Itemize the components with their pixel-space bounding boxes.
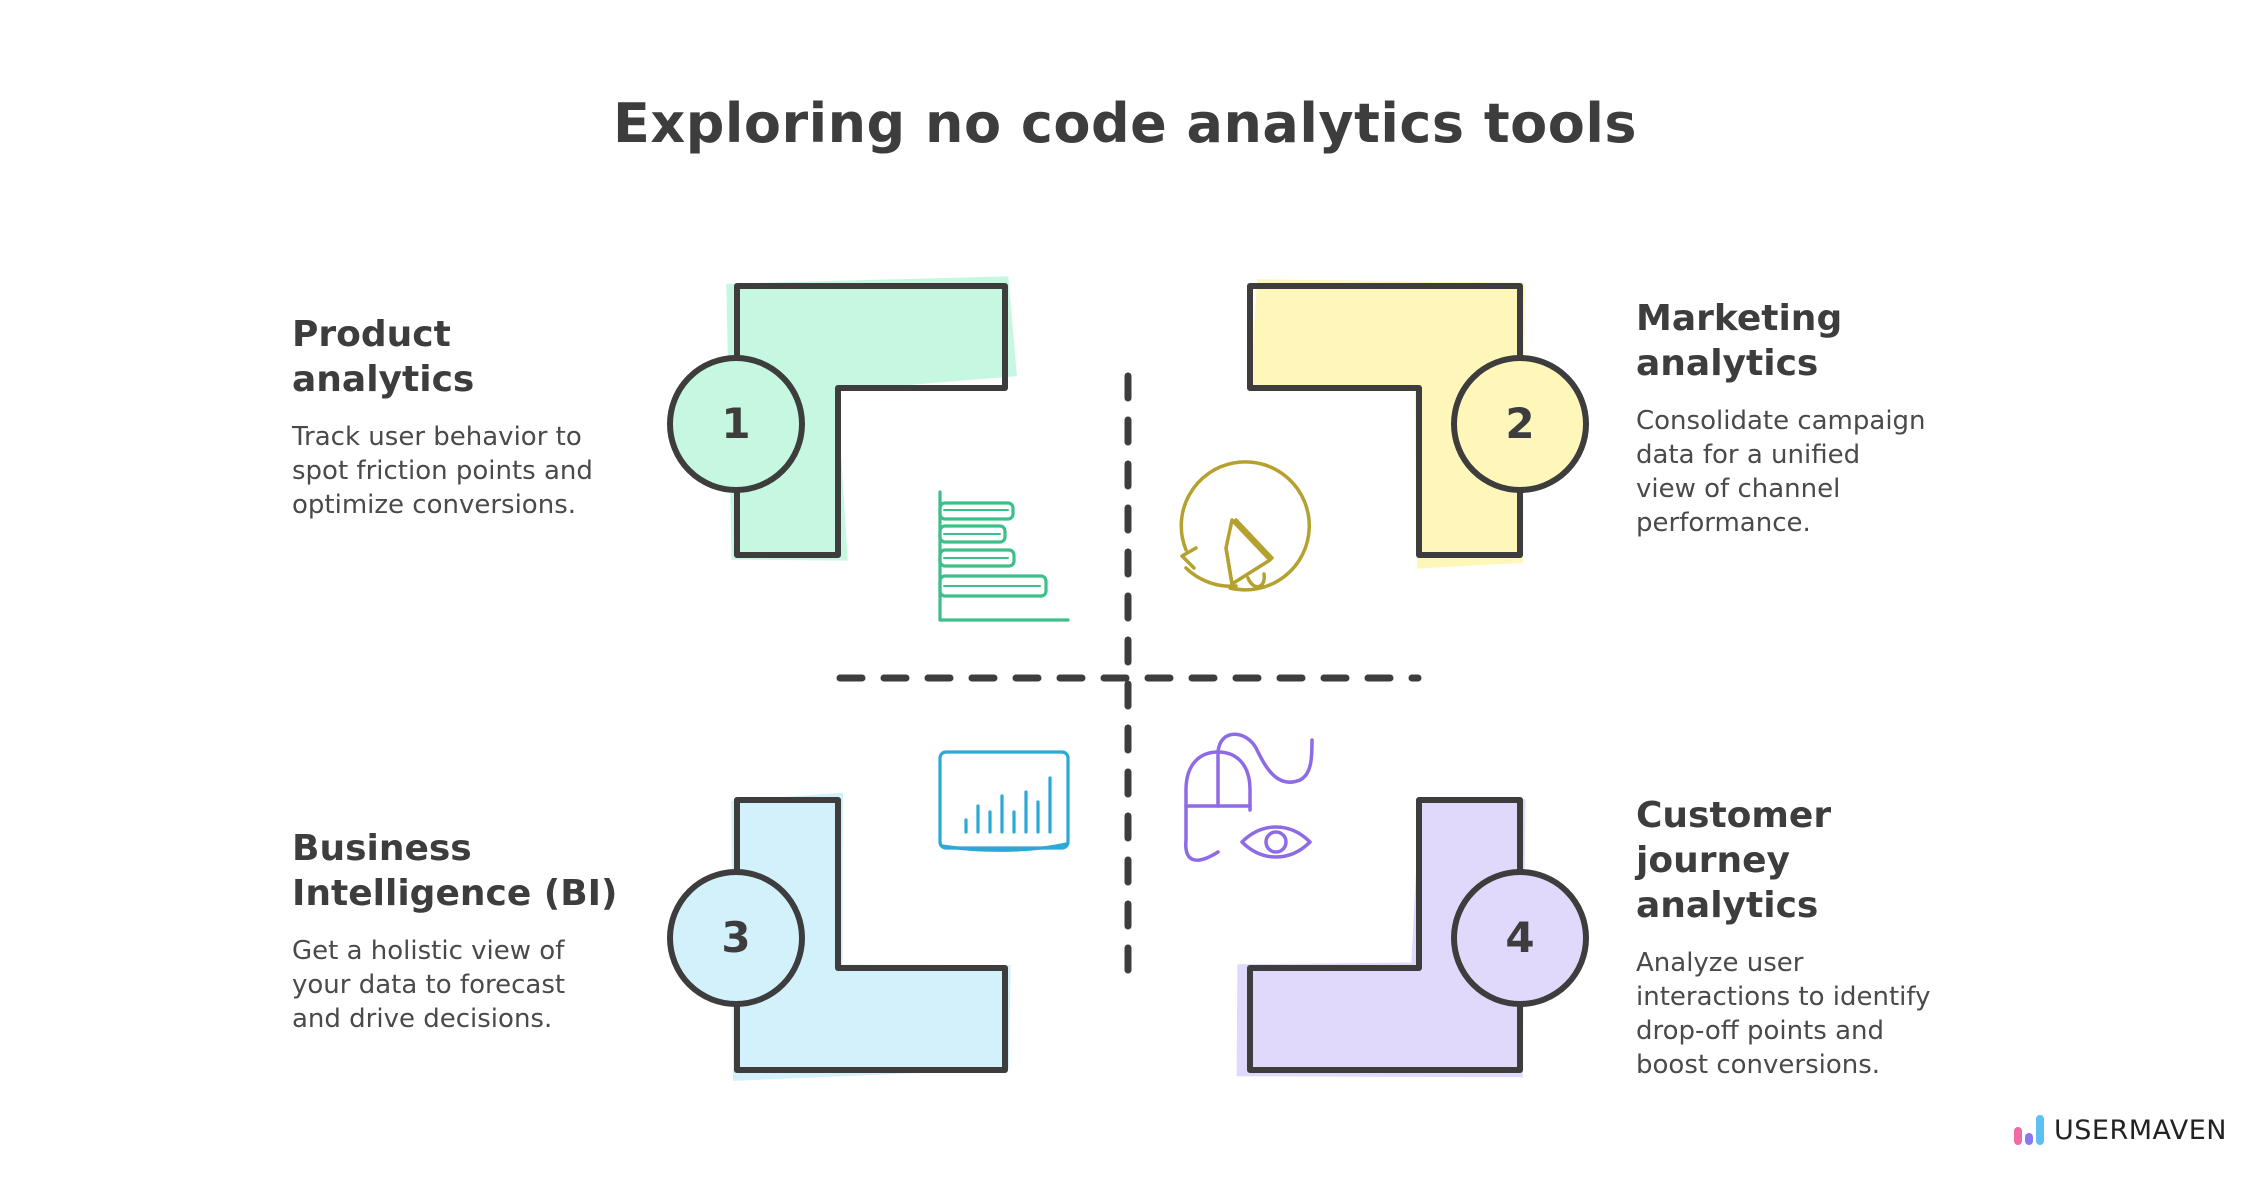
- megaphone-refresh-icon: [1179, 460, 1311, 592]
- logo-bars-icon: [2014, 1115, 2044, 1145]
- quadrant-4-heading: Customer journey analytics: [1636, 793, 1976, 928]
- quadrant-1-desc-line: spot friction points and: [292, 456, 593, 486]
- quadrant-1-description: Track user behavior to spot friction poi…: [292, 420, 652, 522]
- quadrant-3-number: 3: [721, 913, 750, 962]
- quadrant-4-frame: [1247, 797, 1523, 1073]
- quadrant-2-desc-line: data for a unified: [1636, 440, 1861, 470]
- quadrant-4-desc-line: boost conversions.: [1636, 1050, 1881, 1080]
- quadrant-1-number: 1: [721, 399, 750, 448]
- quadrant-1-desc-line: optimize conversions.: [292, 490, 577, 520]
- quadrant-2-number: 2: [1505, 399, 1534, 448]
- quadrant-2-desc-line: view of channel: [1636, 474, 1841, 504]
- quadrant-4: 4: [1184, 732, 1589, 1078]
- quadrant-4-heading-line: journey: [1636, 840, 1790, 881]
- quadrant-2-heading-line: analytics: [1636, 343, 1819, 384]
- quadrant-4-desc-line: Analyze user: [1636, 948, 1804, 978]
- quadrant-4-text: Customer journey analytics Analyze user …: [1636, 793, 1976, 1082]
- quadrant-3-frame: [734, 797, 1008, 1073]
- quadrant-4-heading-line: analytics: [1636, 885, 1819, 926]
- quadrant-3-heading: Business Intelligence (BI): [292, 826, 672, 916]
- quadrant-3-desc-line: and drive decisions.: [292, 1004, 553, 1034]
- quadrant-3-heading-line: Intelligence (BI): [292, 873, 618, 914]
- quadrant-3-text: Business Intelligence (BI) Get a holisti…: [292, 826, 672, 1036]
- quadrant-1-heading-line: analytics: [292, 359, 475, 400]
- quadrant-2-description: Consolidate campaign data for a unified …: [1636, 404, 1996, 540]
- horizontal-bar-chart-icon: [938, 490, 1070, 622]
- quadrant-2-badge: [1451, 355, 1589, 493]
- quadrant-3: 3: [667, 750, 1070, 1081]
- mouse-eye-icon: [1184, 732, 1314, 862]
- quadrant-3-fill: [731, 792, 1011, 1081]
- quadrant-2-desc-line: performance.: [1636, 508, 1811, 538]
- quadrant-4-heading-line: Customer: [1636, 795, 1832, 836]
- quadrant-2-desc-line: Consolidate campaign: [1636, 406, 1926, 436]
- quadrant-3-badge: [667, 869, 805, 1007]
- quadrant-2-heading-line: Marketing: [1636, 298, 1843, 339]
- quadrant-1: 1: [667, 276, 1070, 622]
- quadrant-3-desc-line: your data to forecast: [292, 970, 566, 1000]
- quadrant-1-heading: Product analytics: [292, 312, 652, 402]
- page-title: Exploring no code analytics tools: [612, 92, 1638, 155]
- quadrant-1-text: Product analytics Track user behavior to…: [292, 312, 652, 522]
- quadrant-4-number: 4: [1505, 913, 1534, 962]
- quadrant-2: 2: [1179, 279, 1589, 592]
- quadrant-3-description: Get a holistic view of your data to fore…: [292, 934, 672, 1036]
- quadrant-1-badge: [667, 355, 805, 493]
- quadrant-2-text: Marketing analytics Consolidate campaign…: [1636, 296, 1996, 540]
- quadrant-2-heading: Marketing analytics: [1636, 296, 1996, 386]
- quadrant-3-heading-line: Business: [292, 828, 472, 869]
- quadrant-4-desc-line: interactions to identify: [1636, 982, 1931, 1012]
- quadrant-4-desc-line: drop-off points and: [1636, 1016, 1885, 1046]
- quadrant-1-desc-line: Track user behavior to: [292, 422, 582, 452]
- usermaven-logo: USERMAVEN: [2012, 1112, 2227, 1148]
- quadrant-1-heading-line: Product: [292, 314, 451, 355]
- dashboard-chart-icon: [938, 750, 1070, 852]
- quadrant-1-fill: [726, 276, 1017, 561]
- quadrant-2-frame: [1247, 283, 1523, 558]
- quadrant-3-desc-line: Get a holistic view of: [292, 936, 565, 966]
- logo-text: USERMAVEN: [2054, 1114, 2227, 1146]
- quadrant-4-description: Analyze user interactions to identify dr…: [1636, 946, 1976, 1082]
- quadrant-4-badge: [1451, 869, 1589, 1007]
- quadrant-2-fill: [1250, 279, 1525, 569]
- quadrant-1-frame: [734, 283, 1008, 558]
- quadrant-4-fill: [1236, 799, 1526, 1078]
